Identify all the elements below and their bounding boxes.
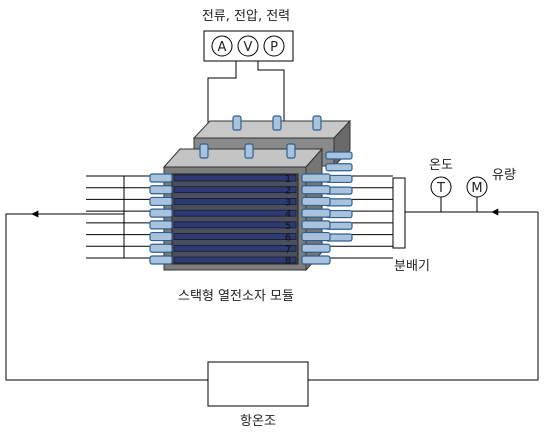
layer-number: 5 (285, 221, 291, 232)
layer-number: 4 (285, 209, 291, 220)
voltmeter-symbol: V (244, 40, 253, 55)
flowmeter-icon: M (466, 176, 488, 198)
voltmeter-icon: V (237, 35, 259, 57)
front-right-tube (301, 185, 331, 195)
temp-sensor-label: 온도 (429, 158, 453, 173)
front-right-tube (301, 173, 331, 183)
ammeter-icon: A (211, 35, 233, 57)
distributor-box (392, 177, 406, 249)
power-meter-icon: P (263, 35, 285, 57)
back-top-tube (232, 115, 242, 131)
layer-number: 7 (285, 244, 291, 255)
layer-number: 3 (285, 197, 291, 208)
ammeter-symbol: A (218, 40, 227, 55)
left-tube-connector (149, 255, 173, 265)
back-right-tube (325, 151, 353, 160)
meter-wires (207, 61, 285, 148)
module-layer (173, 198, 297, 205)
front-top-tube (286, 143, 296, 159)
front-top-tube (244, 143, 254, 159)
module-layer (173, 174, 297, 182)
back-top-tube (272, 115, 282, 131)
module-layer (173, 233, 297, 240)
outlet-pipes (86, 175, 150, 259)
bath-box (207, 361, 309, 407)
module-layer (173, 221, 297, 229)
front-right-tube (301, 231, 331, 242)
front-right-tube (301, 208, 331, 218)
temp-sensor-symbol: T (436, 181, 445, 196)
front-right-tube (301, 243, 331, 253)
module-layer (173, 244, 297, 252)
layer-number: 8 (285, 256, 291, 267)
power-meter-symbol: P (270, 40, 278, 55)
flow-sensor-symbol: M (471, 181, 482, 196)
module-layer (173, 186, 297, 194)
front-top-tube (199, 143, 209, 159)
bath-label: 항온조 (240, 414, 276, 429)
front-right-tube (301, 220, 331, 230)
left-tube-connector (149, 185, 173, 195)
module-layer (173, 209, 297, 217)
left-tube-connector (149, 208, 173, 218)
thermometer-icon: T (430, 176, 452, 198)
back-right-tube (325, 163, 353, 172)
layer-number: 1 (285, 174, 291, 185)
water-loop (5, 208, 539, 381)
front-right-tube (301, 196, 331, 207)
left-tube-connector (149, 196, 173, 207)
module-layer (173, 256, 297, 264)
distributor-label: 분배기 (394, 259, 430, 274)
module-label: 스택형 열전소자 모듈 (178, 289, 294, 304)
layer-number: 2 (285, 186, 291, 197)
front-module (162, 147, 324, 272)
back-top-tube (312, 115, 322, 131)
left-tube-connector (149, 231, 173, 242)
meter-group-title: 전류, 전압, 전력 (202, 9, 290, 24)
flow-sensor-label: 유량 (492, 168, 516, 183)
front-right-tube (301, 255, 331, 265)
left-tube-connector (149, 243, 173, 253)
left-tube-connector (149, 173, 173, 183)
layer-number: 6 (285, 233, 291, 244)
left-tube-connector (149, 220, 173, 230)
